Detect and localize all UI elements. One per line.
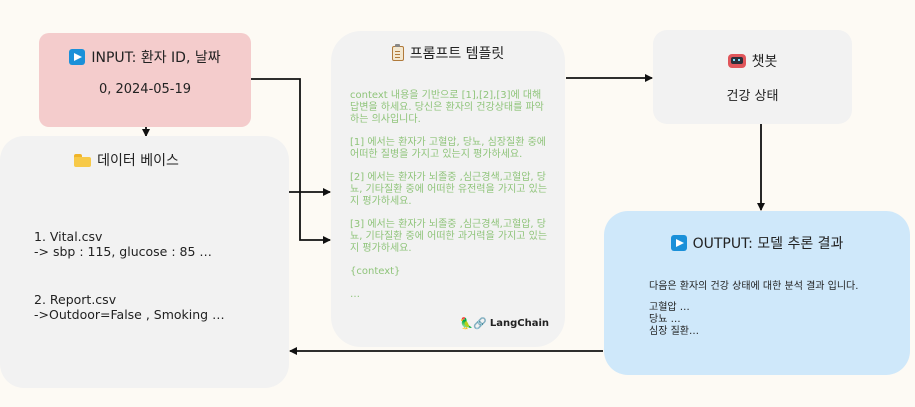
- input-title: INPUT: 환자 ID, 날짜: [91, 50, 221, 66]
- chatbot-box: 챗봇 건강 상태: [653, 30, 852, 124]
- prompt-paragraph: [2] 에서는 환자가 뇌졸중 ,심근경색,고혈압, 당뇨, 기타질환 중에 어…: [350, 172, 548, 207]
- input-value: 0, 2024-05-19: [98, 82, 192, 97]
- chatbot-title-row: 챗봇: [653, 51, 852, 71]
- output-summary: 다음은 환자의 건강 상태에 대한 분석 결과 입니다.: [649, 281, 859, 292]
- output-line: 고혈압 …: [649, 302, 690, 313]
- robot-icon: [727, 54, 746, 68]
- prompt-paragraph: context 내용을 기반으로 [1],[2],[3]에 대해 답변을 하세요…: [350, 90, 544, 125]
- output-lines: 고혈압 … 당뇨 … 심장 질환…: [649, 302, 699, 338]
- langchain-badge: 🦜🔗 LangChain: [459, 317, 549, 330]
- clipboard-icon: [391, 43, 404, 61]
- chatbot-subtitle: 건강 상태: [726, 89, 779, 104]
- chatbot-title: 챗봇: [751, 54, 778, 70]
- prompt-title-row: 프롬프트 템플릿: [331, 43, 565, 63]
- database-title-row: 데이터 베이스: [0, 150, 289, 170]
- database-box: 데이터 베이스 1. Vital.csv -> sbp : 115, gluco…: [0, 136, 289, 388]
- langchain-icon: 🦜🔗: [459, 317, 487, 330]
- output-line: 심장 질환…: [649, 326, 699, 337]
- prompt-template-box: 프롬프트 템플릿 context 내용을 기반으로 [1],[2],[3]에 대…: [331, 31, 565, 347]
- database-item-name: 2. Report.csv: [34, 292, 117, 307]
- database-title: 데이터 베이스: [97, 153, 179, 169]
- database-item: 2. Report.csv ->Outdoor=False , Smoking …: [34, 292, 225, 322]
- database-item: 1. Vital.csv -> sbp : 115, glucose : 85 …: [34, 229, 212, 259]
- output-title-row: OUTPUT: 모델 추론 결과: [604, 233, 910, 253]
- play-icon: [670, 235, 687, 251]
- input-title-row: INPUT: 환자 ID, 날짜: [39, 47, 251, 67]
- database-item-detail: ->Outdoor=False , Smoking …: [34, 307, 225, 322]
- output-title: OUTPUT: 모델 추론 결과: [692, 236, 844, 252]
- langchain-label: LangChain: [489, 318, 549, 329]
- database-item-name: 1. Vital.csv: [34, 229, 103, 244]
- prompt-paragraph: {context}: [350, 266, 401, 277]
- prompt-paragraph: [1] 에서는 환자가 고혈압, 당뇨, 심장질환 중에 어떠한 질병을 가지고…: [350, 137, 546, 160]
- folder-icon: [74, 153, 92, 167]
- database-item-detail: -> sbp : 115, glucose : 85 …: [34, 244, 212, 259]
- input-box: INPUT: 환자 ID, 날짜 0, 2024-05-19: [39, 33, 251, 127]
- play-icon: [69, 49, 86, 65]
- prompt-paragraph: …: [350, 289, 360, 300]
- output-box: OUTPUT: 모델 추론 결과 다음은 환자의 건강 상태에 대한 분석 결과…: [604, 211, 910, 375]
- prompt-body: context 내용을 기반으로 [1],[2],[3]에 대해 답변을 하세요…: [350, 90, 552, 301]
- output-line: 당뇨 …: [649, 314, 681, 325]
- prompt-paragraph: [3] 에서는 환자가 뇌졸중 ,심근경색,고혈압, 당뇨, 기타질환 중에 어…: [350, 219, 548, 254]
- prompt-title: 프롬프트 템플릿: [409, 46, 505, 62]
